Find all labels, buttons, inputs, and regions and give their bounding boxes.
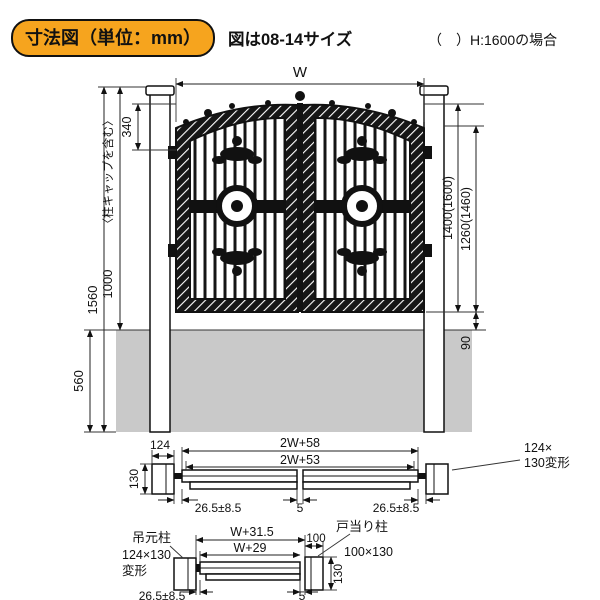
dim-center-gap-label: 5 [297, 501, 304, 515]
hinge-post-leader [169, 545, 184, 559]
dim-2w58-label: 2W+58 [280, 436, 320, 450]
dim-340-label: 340 [120, 117, 134, 138]
dim-90-label: 90 [459, 336, 473, 350]
dim-124-label: 124 [150, 438, 170, 452]
dim-w-label: W [293, 64, 308, 81]
plan-right-hinge [418, 473, 426, 479]
plan-left-post [151, 463, 175, 495]
header: 寸法図（単位：mm） 図は08-14サイズ （ ）H:1600の場合 [11, 19, 557, 57]
dim-w29-label: W+29 [233, 541, 266, 555]
detail-hinge [196, 564, 200, 572]
plan-section-view: 124 2W+58 2W+53 130 26.5±8.5 5 26.5±8.5 … [127, 436, 570, 515]
detail-stop-post [304, 556, 324, 591]
title-badge-label: 寸法図（単位：mm） [25, 27, 201, 48]
left-leaf-ornament [191, 136, 284, 276]
post-cap-note: 〈柱キャップを含む〉 [101, 115, 115, 230]
right-post [423, 93, 445, 433]
size-note: 図は08-14サイズ [228, 29, 353, 49]
dim-gap-left-label: 26.5±8.5 [195, 501, 242, 515]
hinge-post-size: 124×130 [122, 548, 171, 562]
center-stile [297, 103, 303, 312]
dim-w315-label: W+31.5 [230, 525, 273, 539]
plan-left-rail [189, 481, 298, 490]
right-leaf-ornament [316, 136, 409, 276]
gate-elevation: W 340 1000 〈柱キャップを含む〉 1560 560 1400(1600… [71, 64, 486, 433]
detail-hinge-post [173, 557, 197, 591]
post-size-line2: 130変形 [524, 455, 570, 470]
dim-100-label: 100 [306, 533, 325, 545]
left-post-cap [145, 85, 175, 96]
dim-130-plan-label: 130 [127, 469, 141, 489]
plan-right-post [425, 463, 449, 495]
dim-center-gap-detail-label: 5 [299, 589, 306, 600]
post-size-line1: 124× [524, 441, 552, 455]
post-size-leader [451, 459, 521, 471]
hinge-post-size-suffix: 変形 [122, 563, 148, 578]
stop-post-label: 戸当り柱 [336, 519, 388, 534]
dim-1560-label: 1560 [85, 286, 100, 315]
detail-leaf-rail [205, 573, 301, 581]
stop-post-size: 100×130 [344, 545, 393, 559]
height-note: （ ）H:1600の場合 [428, 32, 557, 48]
dim-1260-label: 1260(1460) [459, 187, 473, 251]
plan-left-hinge [174, 473, 182, 479]
plan-right-rail [302, 481, 411, 490]
title-badge [11, 19, 215, 57]
dim-560-label: 560 [71, 370, 86, 392]
dim-1400-label: 1400(1600) [441, 176, 455, 240]
leaf-detail-view: 吊元柱 124×130 変形 W+31.5 W+29 戸当り柱 100 100×… [122, 519, 393, 600]
dim-1000-label: 1000 [100, 270, 115, 299]
dim-gap-right-label: 26.5±8.5 [373, 501, 420, 515]
ground-block [116, 330, 472, 432]
left-post [149, 93, 171, 433]
crest-ornament [183, 91, 417, 125]
dim-130-detail-label: 130 [331, 564, 345, 584]
hinge-post-label: 吊元柱 [132, 530, 171, 545]
right-post-cap [419, 85, 449, 96]
dim-gap-bottom-label: 26.5±8.5 [139, 589, 186, 600]
dim-2w53-label: 2W+53 [280, 453, 320, 467]
